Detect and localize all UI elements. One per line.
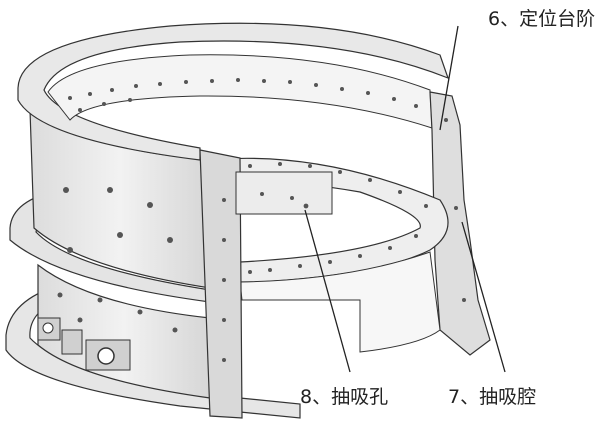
inner-tab [235,171,333,215]
callout-suction-hole: 8、抽吸孔 [300,386,389,408]
cavity-wall [239,251,441,353]
leader-line-8 [304,209,351,373]
suction-holes [57,78,466,362]
split-plate [199,149,243,419]
leader-line-7 [461,221,506,373]
port-hole-small [42,322,54,334]
port-hole [97,347,115,365]
callout-positioning-step: 6、定位台阶 [488,8,596,30]
connector-block-3 [85,339,131,371]
inner-band-upper [47,54,433,129]
leader-line-6 [439,25,459,131]
callout-suction-cavity: 7、抽吸腔 [448,386,537,408]
connector-block-2 [61,329,83,355]
